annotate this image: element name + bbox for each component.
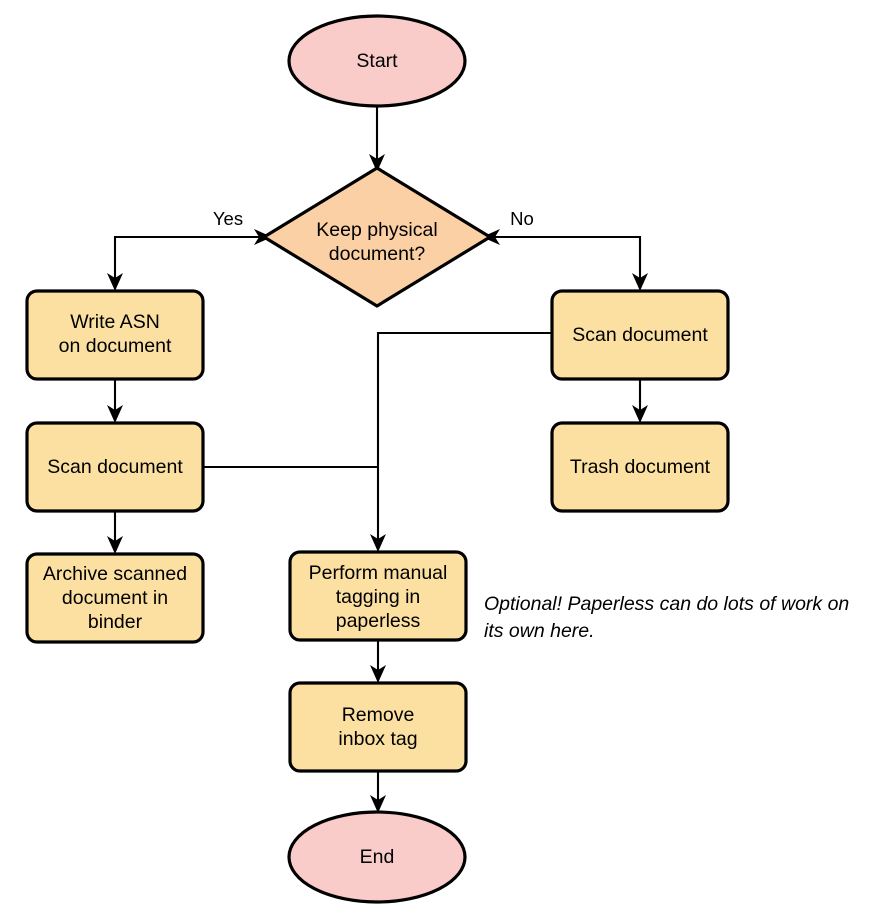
node-label-line2: on document xyxy=(59,335,172,357)
edge-decision-yes: Yes xyxy=(107,208,272,291)
arrowhead-down-icon xyxy=(369,154,385,172)
node-label-line3: binder xyxy=(88,611,143,633)
node-label-line2: document in xyxy=(62,587,168,609)
node-label: End xyxy=(360,846,395,868)
terminator-shape xyxy=(287,810,467,904)
process-shape xyxy=(288,550,468,642)
edge-path xyxy=(487,235,642,283)
process-shape xyxy=(25,289,205,381)
arrowhead-down-icon xyxy=(370,795,386,813)
process-shape xyxy=(550,289,730,381)
edge-decision-no: No xyxy=(482,208,648,291)
edge-path xyxy=(376,331,552,544)
node-layer: Start Keep physical document? Write ASN … xyxy=(25,14,730,904)
node-start[interactable]: Start xyxy=(287,14,467,108)
node-trash-document[interactable]: Trash document xyxy=(550,421,730,513)
edge-scanleft-to-archive xyxy=(107,511,123,554)
node-label: Scan document xyxy=(572,324,708,346)
node-label-line1: Remove xyxy=(342,704,415,726)
edge-path xyxy=(113,235,267,283)
optional-note-line1: Optional! Paperless can do lots of work … xyxy=(484,593,849,615)
arrowhead-down-icon xyxy=(107,273,123,291)
edge-label-no: No xyxy=(510,208,534,229)
node-keep-physical-document[interactable]: Keep physical document? xyxy=(262,166,492,308)
optional-note-line2: its own here. xyxy=(484,620,595,642)
arrowhead-down-icon xyxy=(107,536,123,554)
arrowhead-down-icon xyxy=(107,405,123,423)
edge-removetag-to-end xyxy=(370,771,386,813)
arrowhead-down-icon xyxy=(632,405,648,423)
edge-tagging-to-removetag xyxy=(370,640,386,683)
edge-label-yes: Yes xyxy=(213,208,243,229)
node-label-line1: Keep physical xyxy=(316,219,437,241)
edge-start-to-decision xyxy=(369,107,385,172)
arrowhead-down-icon xyxy=(370,665,386,683)
edge-scanright-to-tagging xyxy=(370,331,552,552)
edge-writeasn-to-scanleft xyxy=(107,379,123,423)
node-label-line1: Perform manual xyxy=(309,562,448,584)
node-perform-manual-tagging[interactable]: Perform manual tagging in paperless xyxy=(288,550,468,642)
arrowhead-down-icon xyxy=(370,534,386,552)
arrowhead-down-icon xyxy=(632,273,648,291)
process-shape xyxy=(25,421,205,513)
node-scan-document-left[interactable]: Scan document xyxy=(25,421,205,513)
node-write-asn-on-document[interactable]: Write ASN on document xyxy=(25,289,205,381)
node-label-line3: paperless xyxy=(336,610,421,632)
node-label-line1: Write ASN xyxy=(70,311,160,333)
node-label: Scan document xyxy=(47,456,183,478)
node-archive-scanned-document-in-binder[interactable]: Archive scanned document in binder xyxy=(25,552,205,644)
node-label-line2: tagging in xyxy=(336,586,421,608)
node-label-line2: inbox tag xyxy=(338,728,417,750)
decision-shape xyxy=(262,166,492,308)
node-scan-document-right[interactable]: Scan document xyxy=(550,289,730,381)
node-end[interactable]: End xyxy=(287,810,467,904)
terminator-shape xyxy=(287,14,467,108)
node-remove-inbox-tag[interactable]: Remove inbox tag xyxy=(288,681,468,773)
annotation-layer: Optional! Paperless can do lots of work … xyxy=(484,593,849,642)
edge-scanright-to-trash xyxy=(632,379,648,423)
node-label: Trash document xyxy=(570,456,711,478)
node-label: Start xyxy=(356,50,398,72)
process-shape xyxy=(25,552,205,644)
node-label-line2: document? xyxy=(329,243,426,265)
process-shape xyxy=(550,421,730,513)
node-label-line1: Archive scanned xyxy=(43,563,187,585)
edge-layer: Yes No xyxy=(107,107,648,813)
process-shape xyxy=(288,681,468,773)
